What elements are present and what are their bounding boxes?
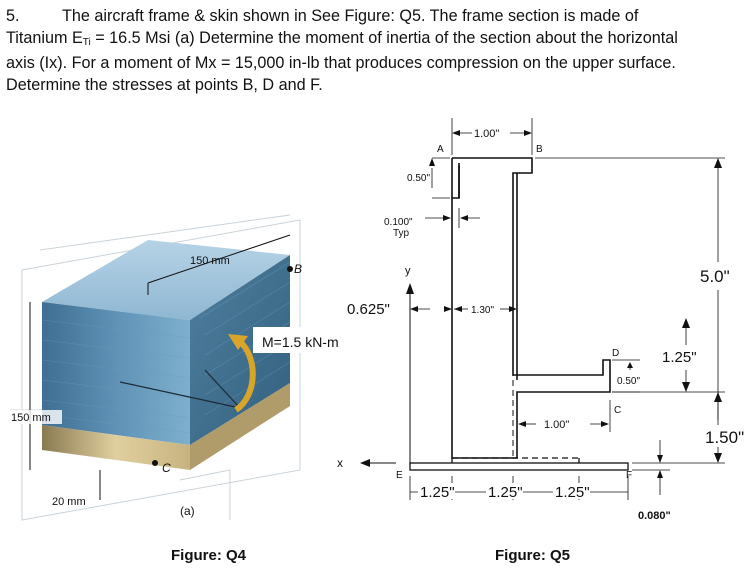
point-b-label: B [294, 262, 302, 276]
problem-line-3: axis (Ix). For a moment of Mx = 15,000 i… [6, 54, 676, 72]
problem-text-2b: = 16.5 Msi (a) Determine the moment of i… [90, 28, 678, 47]
problem-text-2a: Titanium E [6, 28, 83, 47]
point-b-label-q5: B [536, 144, 543, 155]
dim-050-lower: 0.50" [617, 376, 640, 387]
dim-130: 1.30" [471, 305, 494, 316]
dim-0625: 0.625" [347, 301, 390, 318]
dim-150mm-top: 150 mm [190, 255, 230, 267]
dim-150mm-left: 150 mm [11, 412, 51, 424]
problem-text-1: The aircraft frame & skin shown in See F… [62, 7, 639, 25]
dim-thickness: 0.100" [384, 217, 413, 228]
point-d-label: D [612, 348, 619, 359]
caption-figure-q4: Figure: Q4 [171, 547, 247, 564]
point-c-label-q5: C [614, 405, 621, 416]
axis-y-label: y [405, 265, 411, 277]
label-a: (a) [180, 504, 195, 518]
dim-top-width: 1.00" [474, 128, 499, 140]
dim-flange-050: 0.50" [407, 173, 430, 184]
problem-line-2: Titanium ETi = 16.5 Msi (a) Determine th… [6, 28, 746, 54]
dim-125-c: 1.25" [555, 484, 590, 501]
block-top-face [42, 240, 290, 320]
block-right-face [190, 255, 290, 445]
skin-outline [409, 462, 629, 471]
frame-section-outline [451, 157, 611, 459]
moment-label: M=1.5 kN-m [262, 334, 339, 350]
skin-right [190, 383, 290, 470]
dim-100-lower: 1.00" [544, 419, 569, 431]
problem-statement: 5. The aircraft frame & skin shown in See… [6, 6, 746, 96]
block-front-face [42, 302, 190, 445]
dim-150-right: 1.50" [705, 428, 744, 447]
dim-125-b: 1.25" [488, 484, 523, 501]
moment-arrow [234, 337, 256, 413]
dim-20mm: 20 mm [52, 496, 86, 508]
dim-5-0: 5.0" [700, 267, 730, 286]
point-a-label: A [437, 144, 444, 155]
problem-line-4: Determine the stresses at points B, D an… [6, 75, 323, 94]
point-e-label: E [396, 470, 403, 481]
problem-subscript: Ti [82, 36, 91, 48]
figure-q4: 150 mm B 150 mm C 20 mm (a) M=1.5 kN-m [10, 214, 356, 521]
dim-125-right: 1.25" [662, 349, 697, 366]
caption-figure-q5: Figure: Q5 [495, 547, 571, 564]
point-c-label: C [162, 461, 171, 475]
problem-number: 5. [6, 7, 20, 25]
dim-skin-thickness: 0.080" [638, 510, 671, 522]
problem-line-1: 5. The aircraft frame & skin shown in See… [6, 6, 746, 28]
axis-x-label: x [337, 456, 343, 470]
dim-thickness-typ: Typ [393, 228, 410, 239]
skin-front [42, 425, 190, 470]
point-f-label: F [626, 470, 632, 481]
dim-125-a: 1.25" [420, 484, 455, 501]
